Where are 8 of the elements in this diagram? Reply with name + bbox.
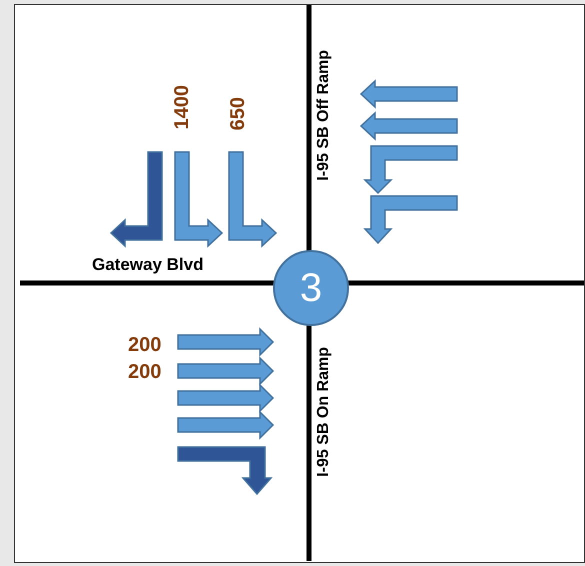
road-name: Gateway Blvd [92, 256, 204, 273]
intersection-number: 3 [300, 266, 322, 310]
volume-label: 1400 [172, 85, 192, 130]
road-name: I-95 SB On Ramp [316, 347, 332, 477]
volume-label: 200 [128, 335, 162, 355]
volume-label: 200 [128, 362, 162, 382]
road-name: I-95 SB Off Ramp [316, 50, 332, 181]
volume-label: 650 [228, 97, 248, 130]
